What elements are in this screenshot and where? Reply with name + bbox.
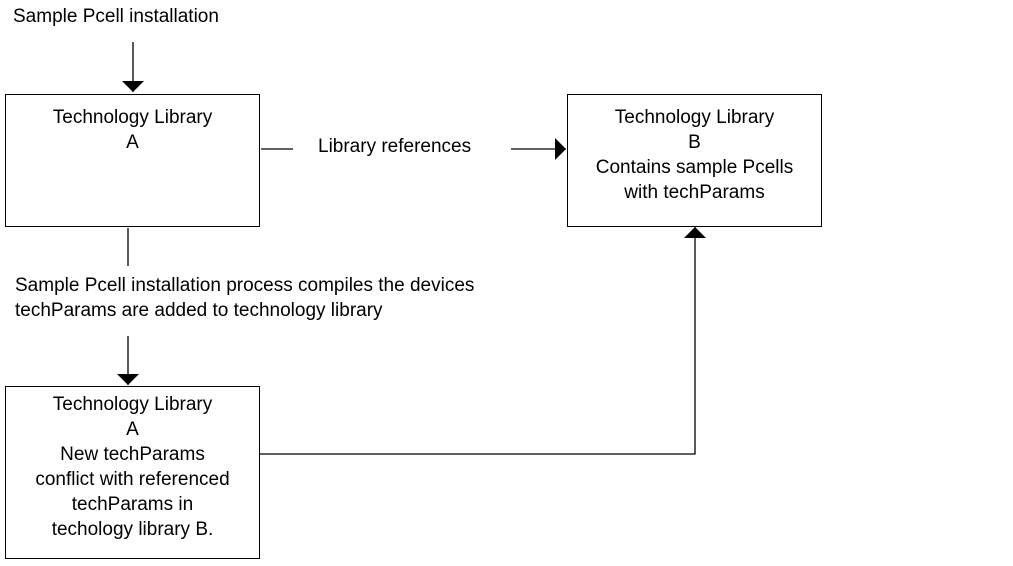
technology-library-b-text: Technology Library B Contains sample Pce… — [568, 105, 821, 205]
library-a-title: Technology Library — [52, 107, 213, 128]
library-a-name: A — [126, 132, 139, 153]
technology-library-b-box: Technology Library B Contains sample Pce… — [567, 94, 822, 227]
conflict-connector-arrow — [260, 227, 706, 455]
process-note-line-2: techParams are added to technology libra… — [15, 300, 383, 321]
process-note-line-1: Sample Pcell installation process compil… — [15, 275, 475, 296]
library-b-line-3: Contains sample Pcells — [595, 157, 794, 178]
library-b-name: B — [688, 132, 701, 153]
library-a-updated-line-6: techology library B. — [51, 519, 214, 540]
technology-library-a-text: Technology Library A — [6, 105, 259, 155]
technology-library-a-box: Technology Library A — [5, 94, 260, 227]
library-b-title: Technology Library — [614, 107, 775, 128]
technology-library-a-updated-text: Technology Library A New techParams conf… — [6, 392, 259, 542]
technology-library-a-updated-box: Technology Library A New techParams conf… — [5, 386, 260, 559]
library-a-updated-name: A — [126, 419, 139, 440]
library-a-updated-line-5: techParams in — [71, 494, 194, 515]
library-references-label: Library references — [318, 136, 472, 157]
top-label: Sample Pcell installation — [13, 6, 219, 27]
library-a-updated-line-3: New techParams — [60, 444, 205, 465]
library-a-updated-line-4: conflict with referenced — [35, 469, 230, 490]
library-a-updated-title: Technology Library — [52, 394, 213, 415]
library-b-line-4: with techParams — [624, 182, 765, 203]
